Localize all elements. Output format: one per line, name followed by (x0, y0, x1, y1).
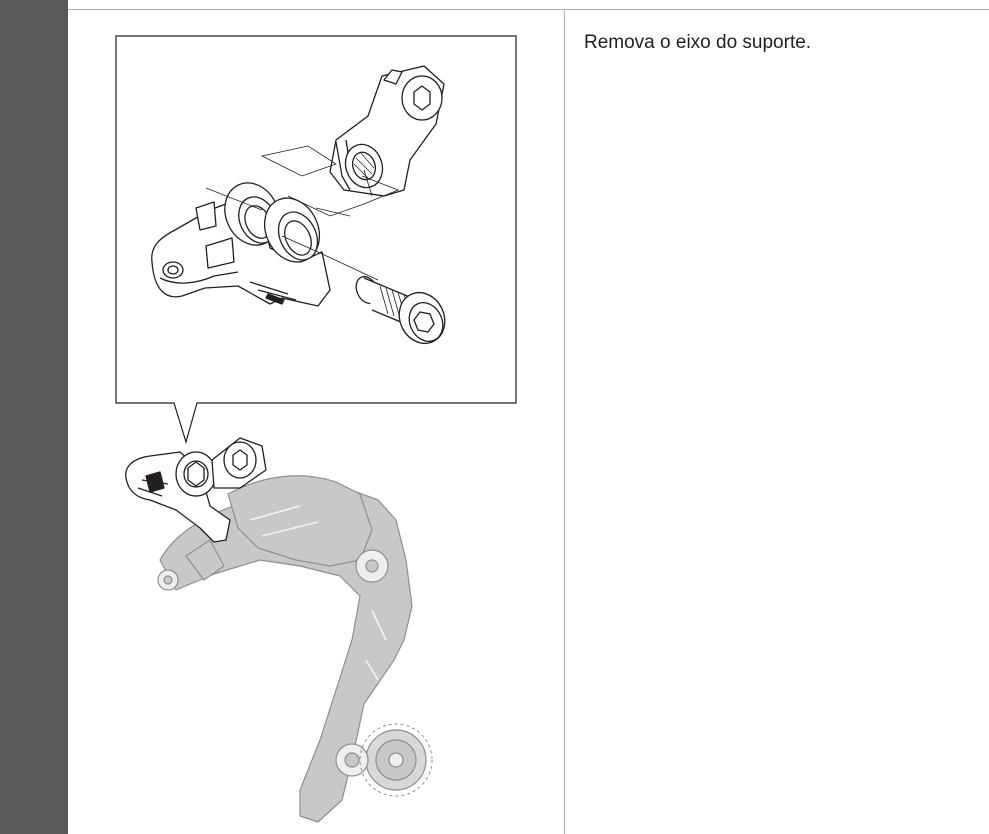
top-divider (68, 9, 989, 10)
assembly-guide-lines (205, 145, 400, 281)
rear-derailleur-icon (125, 437, 433, 823)
bracket-icon (151, 199, 331, 307)
column-divider (564, 9, 565, 834)
b-tension-link-icon (329, 65, 445, 197)
instruction-text: Remova o eixo do suporte. (584, 32, 812, 53)
bracket-bosses-icon (224, 182, 321, 263)
illustration-panel (68, 10, 564, 834)
bracket-axle-icon (355, 275, 446, 344)
side-tab-bar (0, 0, 68, 834)
